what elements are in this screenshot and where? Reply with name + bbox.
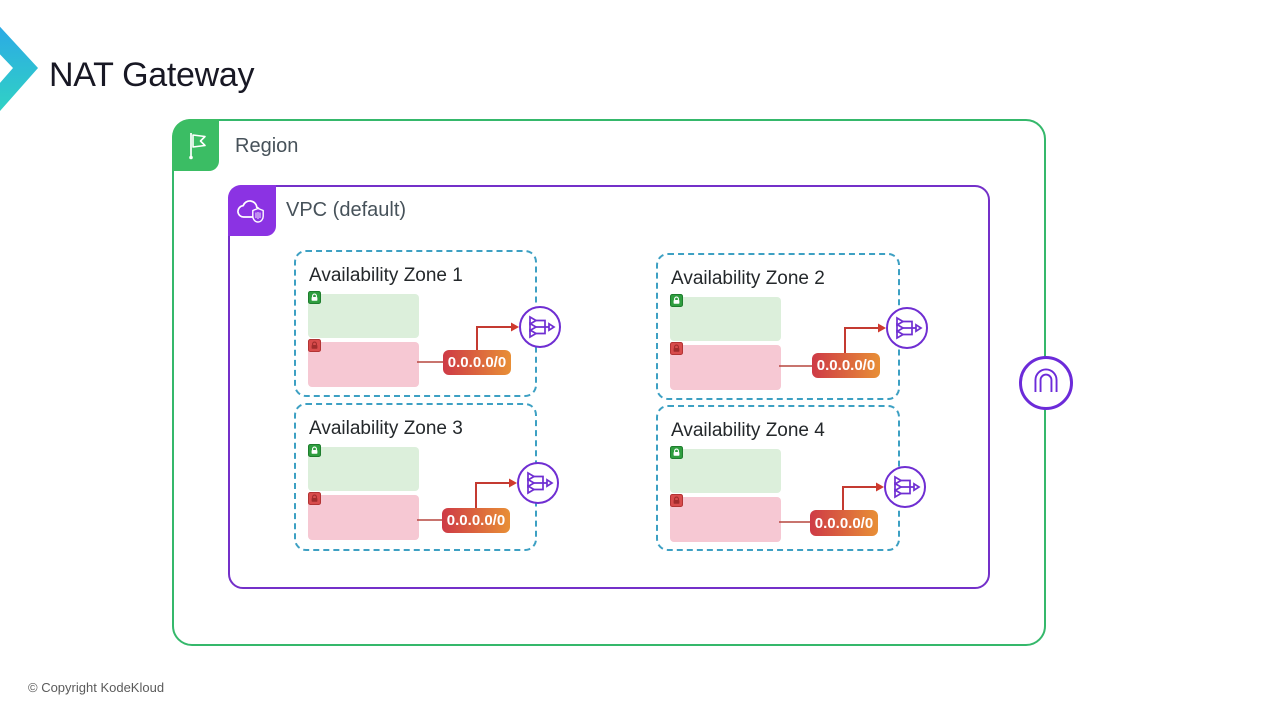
route-table-icon: [886, 307, 928, 349]
availability-zone-3-title: Availability Zone 3: [309, 418, 463, 439]
private-subnet: [308, 339, 419, 387]
region-flag-icon: [172, 119, 219, 171]
public-subnet: [308, 444, 419, 491]
private-subnet-lock-icon: [308, 339, 321, 352]
public-subnet-lock-icon: [670, 294, 683, 307]
route-cidr-badge: 0.0.0.0/0: [442, 508, 510, 533]
availability-zone-4-title: Availability Zone 4: [671, 420, 825, 441]
vpc-label: VPC (default): [286, 199, 407, 221]
availability-zone-1-title: Availability Zone 1: [309, 265, 463, 286]
availability-zone-2: Availability Zone 2: [656, 253, 900, 400]
route-table-icon: [517, 462, 559, 504]
route-cidr-badge: 0.0.0.0/0: [812, 353, 880, 378]
private-subnet-lock-icon: [308, 492, 321, 505]
private-subnet-lock-icon: [670, 342, 683, 355]
availability-zone-4: Availability Zone 4: [656, 405, 900, 551]
route-table-icon: [519, 306, 561, 348]
route-table-icon: [884, 466, 926, 508]
public-subnet-lock-icon: [308, 291, 321, 304]
flag-glyph: [188, 133, 206, 160]
private-subnet: [670, 342, 781, 390]
route-cidr-badge: 0.0.0.0/0: [810, 510, 878, 536]
public-subnet: [308, 291, 419, 338]
availability-zone-2-title: Availability Zone 2: [671, 268, 825, 289]
public-subnet-lock-icon: [670, 446, 683, 459]
private-subnet: [670, 494, 781, 542]
public-subnet-lock-icon: [308, 444, 321, 457]
page-title: NAT Gateway: [49, 56, 255, 94]
public-subnet: [670, 294, 781, 341]
private-subnet: [308, 492, 419, 540]
route-cidr-badge: 0.0.0.0/0: [443, 350, 511, 375]
kodekloud-chevron-logo: [0, 26, 38, 111]
vpc-cloud-shield-icon: [228, 185, 276, 236]
internet-gateway-icon: [1019, 356, 1073, 410]
private-subnet-lock-icon: [670, 494, 683, 507]
region-label: Region: [235, 135, 299, 157]
public-subnet: [670, 446, 781, 493]
copyright-text: © Copyright KodeKloud: [28, 680, 165, 695]
cloud-shield-glyph: [237, 199, 264, 223]
